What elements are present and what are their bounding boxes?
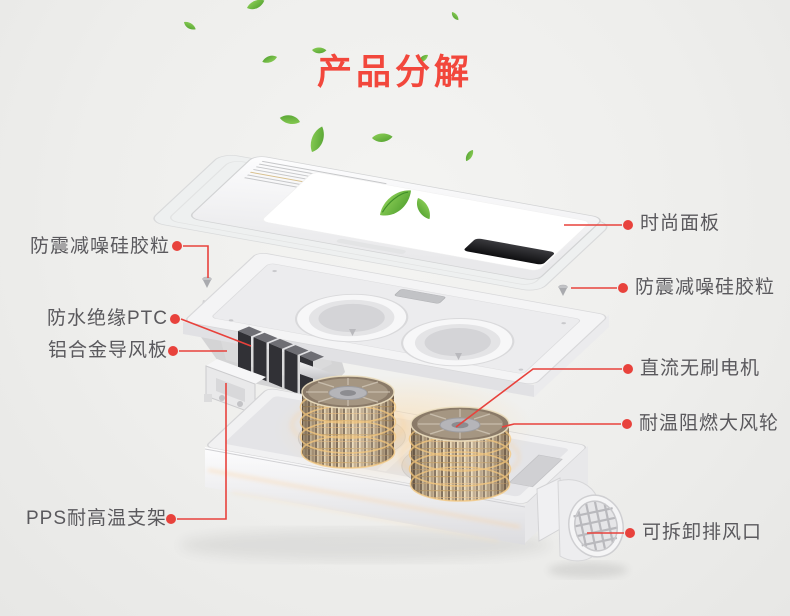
callout-fashion-panel: 时尚面板 (640, 213, 721, 234)
flame-retardant-fan-wheel (399, 406, 521, 502)
callout-air-outlet: 可拆卸排风口 (642, 522, 763, 543)
callout-silicone-damper-right: 防震减噪硅胶粒 (635, 277, 776, 298)
fan-blades-top (306, 378, 390, 406)
line-ptc (180, 318, 252, 347)
fashion-panel (153, 155, 608, 291)
frame-opening (394, 289, 446, 304)
display-strip (464, 238, 555, 265)
line-dc-motor (455, 368, 622, 428)
ground-shadow (180, 529, 550, 561)
silicone-damper-screw (202, 276, 568, 296)
fan-blades-top (418, 409, 502, 439)
callout-lines (177, 224, 624, 534)
light-streak (207, 468, 521, 529)
line-silicone-damper-left (183, 245, 209, 278)
fan-ring (294, 293, 409, 343)
callout-dc-motor: 直流无刷电机 (640, 358, 761, 379)
callout-air-guide: 铝合金导风板 (47, 340, 168, 361)
detachable-air-outlet (536, 477, 624, 562)
vent-grid (573, 501, 619, 551)
ground-shadow (548, 562, 628, 578)
callout-silicone-damper-left: 防震减噪硅胶粒 (29, 236, 170, 257)
fan-ring (401, 318, 515, 367)
callout-dots (166, 220, 635, 538)
callout-ptc: 防水绝缘PTC (46, 308, 168, 329)
flame-retardant-fan-wheel (290, 375, 406, 469)
line-pps-bracket (177, 383, 227, 520)
page-title: 产品分解 (316, 53, 473, 92)
callout-pps-bracket: PPS耐高温支架 (25, 508, 167, 529)
callout-fan-wheel: 耐温阻燃大风轮 (639, 413, 780, 434)
floating-leaves (184, 0, 474, 162)
exhaust-cutout (508, 454, 563, 488)
line-fan-wheel (501, 423, 621, 428)
